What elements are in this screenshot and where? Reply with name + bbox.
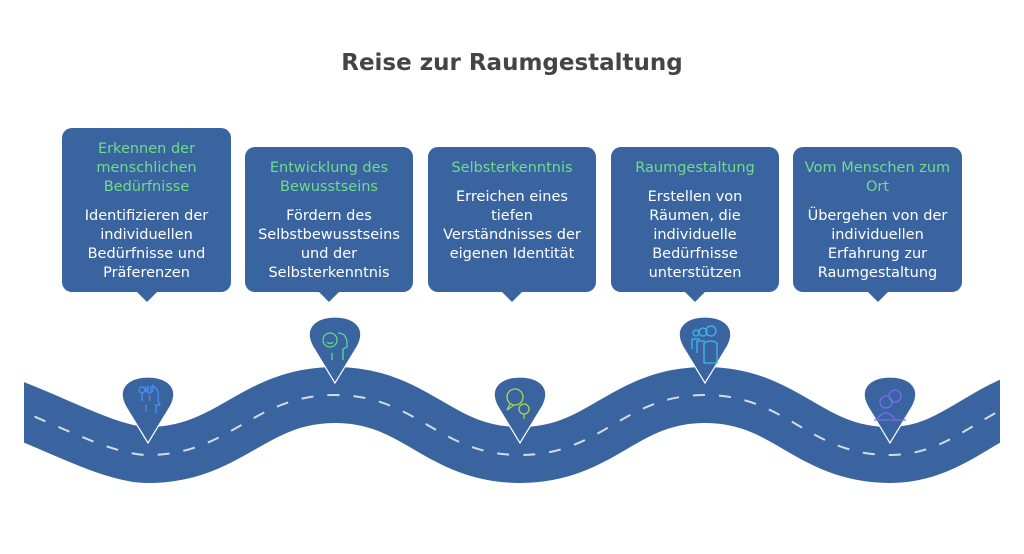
speech-bubbles-icon xyxy=(506,388,530,419)
pin-5 xyxy=(863,376,917,445)
pin-3 xyxy=(493,376,547,445)
step-heading: Raumgestaltung xyxy=(635,160,755,176)
step-box-4: Raumgestaltung Erstellen von Räumen, die… xyxy=(611,147,779,302)
people-group-icon xyxy=(691,325,718,364)
diagram-title: Reise zur Raumgestaltung xyxy=(341,50,683,76)
step-heading: Erkennen der menschlichen Bedürfnisse xyxy=(96,141,197,195)
pin-4 xyxy=(678,316,732,385)
pin-1 xyxy=(121,376,175,445)
pin-2 xyxy=(308,316,362,385)
head-fork-icon xyxy=(138,384,162,413)
road-dashes xyxy=(24,393,1000,457)
person-globe-icon xyxy=(874,389,906,421)
step-heading: Selbsterkenntnis xyxy=(451,160,573,176)
step-box-2: Entwicklung des Bewusstseins Fördern des… xyxy=(245,147,413,302)
step-heading: Entwicklung des Bewusstseins xyxy=(269,160,389,195)
step-text: Erreichen eines tiefen Verständnisses de… xyxy=(443,189,581,262)
step-text: Übergehen von der individuellen Erfahrun… xyxy=(807,208,948,281)
smiley-head-icon xyxy=(322,332,348,360)
step-box-1: Erkennen der menschlichen Bedürfnisse Id… xyxy=(62,128,231,302)
step-box-3: Selbsterkenntnis Erreichen eines tiefen … xyxy=(428,147,596,302)
step-box-5: Vom Menschen zum Ort Übergehen von der i… xyxy=(793,147,962,302)
step-text: Erstellen von Räumen, die individuelle B… xyxy=(647,189,743,281)
step-text: Fördern des Selbstbewusstseins und der S… xyxy=(258,208,400,281)
step-heading: Vom Menschen zum Ort xyxy=(804,160,951,195)
step-text: Identifizieren der individuellen Bedürfn… xyxy=(84,208,209,281)
